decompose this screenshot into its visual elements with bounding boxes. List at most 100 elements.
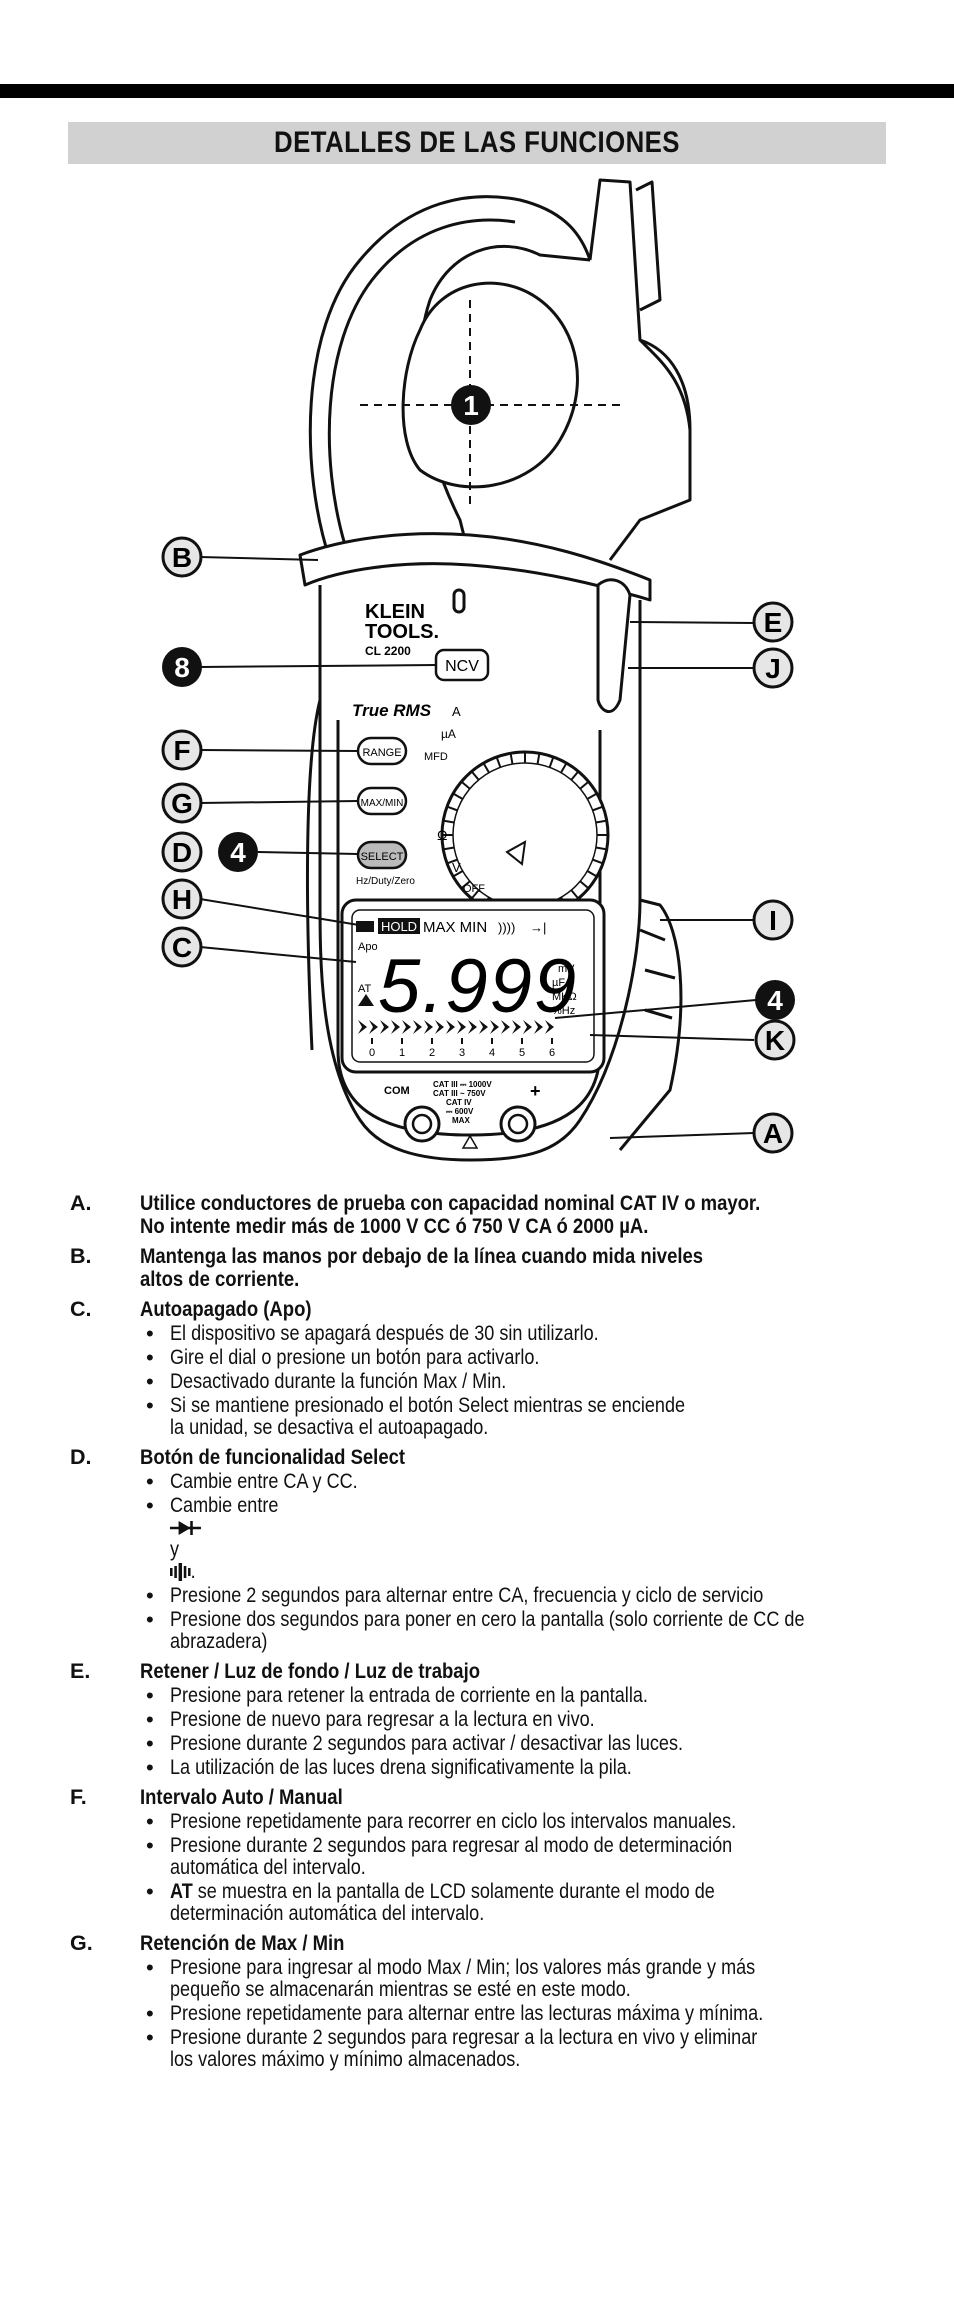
lcd-scale-label: 3 xyxy=(459,1047,465,1059)
lcd-unit-hz: %Hz xyxy=(552,1005,575,1017)
legend-f-at: AT xyxy=(170,1880,193,1903)
legend-title-g: Retención de Max / Min xyxy=(140,1932,819,1955)
lcd-apo: Apo xyxy=(358,941,378,953)
legend-title-b: Mantenga las manos por debajo de la líne… xyxy=(140,1245,819,1291)
legend-item-f: F.Intervalo Auto / Manual Presione repet… xyxy=(70,1786,930,1925)
legend-e-bullet: La utilización de las luces drena signif… xyxy=(140,1757,930,1779)
svg-text:A: A xyxy=(763,1118,783,1149)
svg-text:G: G xyxy=(171,788,193,819)
legend-d-bullet: Cambie entre CA y CC. xyxy=(140,1471,930,1493)
legend-c-bullet: Si se mantiene presionado el botón Selec… xyxy=(140,1395,930,1439)
max-min-button[interactable]: MAX/MIN xyxy=(358,788,406,814)
section-title-bar: DETALLES DE LAS FUNCIONES xyxy=(68,122,886,164)
plus-label: + xyxy=(530,1081,541,1101)
legend-c-bullet: Desactivado durante la función Max / Min… xyxy=(140,1371,930,1393)
legend-item-b: B.Mantenga las manos por debajo de la lí… xyxy=(70,1245,930,1291)
lcd-unit-ufa: µFA xyxy=(552,977,572,989)
lcd-scale-label: 6 xyxy=(549,1047,555,1059)
positive-jack[interactable] xyxy=(501,1107,535,1141)
svg-text:E: E xyxy=(764,607,783,638)
legend-letter-d: D. xyxy=(70,1446,140,1469)
legend-d-bullet: Presione dos segundos para poner en cero… xyxy=(140,1609,930,1653)
lcd-maxmin: MAX MIN xyxy=(423,919,487,936)
callout-h: H xyxy=(163,880,201,918)
legend-item-a: A.Utilice conductores de prueba con capa… xyxy=(70,1192,930,1238)
select-sub-label: Hz/Duty/Zero xyxy=(356,876,415,887)
cat-rating-5: MAX xyxy=(452,1116,470,1125)
legend-title-c: Autoapagado (Apo) xyxy=(140,1298,819,1321)
com-jack[interactable] xyxy=(405,1107,439,1141)
legend-title-e: Retener / Luz de fondo / Luz de trabajo xyxy=(140,1660,819,1683)
range-button[interactable]: RANGE xyxy=(358,738,406,764)
legend-item-g: G.Retención de Max / Min Presione para i… xyxy=(70,1932,930,2071)
dial-label-a: A xyxy=(452,704,461,719)
legend-d-bullet: Cambie entre y . xyxy=(140,1495,930,1583)
callout-e: E xyxy=(754,603,792,641)
legend-f-bullet: AT se muestra en la pantalla de LCD sola… xyxy=(140,1881,930,1925)
lcd-at: AT xyxy=(358,983,372,995)
lcd-display: HOLD MAX MIN )))) →| Apo AT 5.999 mV µFA… xyxy=(342,900,604,1072)
dial-label-ohm: Ω xyxy=(437,827,447,843)
dial-label-v: V xyxy=(452,860,461,875)
clamp-meter-diagram: KLEIN TOOLS. CL 2200 NCV True RMS RANGE … xyxy=(0,170,954,1180)
svg-text:4: 4 xyxy=(767,985,783,1016)
lcd-hold: HOLD xyxy=(381,919,417,934)
cat-rating-2: CAT III ~ 750V xyxy=(433,1089,486,1098)
legend-g-bullet: Presione repetidamente para alternar ent… xyxy=(140,2003,930,2025)
lcd-unit-mv: mV xyxy=(558,963,575,975)
lcd-scale-label: 2 xyxy=(429,1047,435,1059)
svg-text:F: F xyxy=(173,735,190,766)
legend-d-b2-pre: Cambie entre xyxy=(170,1494,278,1517)
svg-text:D: D xyxy=(172,837,192,868)
svg-text:1: 1 xyxy=(463,390,479,421)
brand-tools: TOOLS. xyxy=(365,621,439,643)
legend-f-bullet: Presione repetidamente para recorrer en … xyxy=(140,1811,930,1833)
dial-label-off: OFF xyxy=(463,883,485,895)
ncv-button[interactable]: NCV xyxy=(436,650,488,680)
top-rule xyxy=(0,84,954,98)
legend-e-bullet: Presione durante 2 segundos para activar… xyxy=(140,1733,930,1755)
lcd-scale-label: 5 xyxy=(519,1047,525,1059)
lcd-scale-label: 0 xyxy=(369,1047,375,1059)
svg-text:H: H xyxy=(172,884,192,915)
dial-label-ua: µA xyxy=(441,727,456,741)
model-label: CL 2200 xyxy=(365,644,411,658)
callout-a: A xyxy=(754,1114,792,1152)
legend-title-a: Utilice conductores de prueba con capaci… xyxy=(140,1192,819,1238)
legend-title-f: Intervalo Auto / Manual xyxy=(140,1786,819,1809)
true-rms-label: True RMS xyxy=(352,701,432,720)
legend-d-b2-mid: y xyxy=(170,1538,179,1561)
select-button[interactable]: SELECT xyxy=(358,842,406,868)
legend-title-d: Botón de funcionalidad Select xyxy=(140,1446,819,1469)
cat-rating-3: CAT IV xyxy=(446,1098,472,1107)
legend-letter-b: B. xyxy=(70,1245,140,1291)
callout-f: F xyxy=(163,731,201,769)
continuity-icon xyxy=(170,1563,191,1581)
legend-d-bullet: Presione 2 segundos para alternar entre … xyxy=(140,1585,930,1607)
com-label: COM xyxy=(384,1085,410,1097)
callout-c: C xyxy=(163,928,201,966)
cat-rating-1: CAT III ⎓ 1000V xyxy=(433,1080,492,1089)
legend-g-bullet: Presione para ingresar al modo Max / Min… xyxy=(140,1957,930,2001)
dial-label-mfd: MFD xyxy=(424,751,448,763)
legend-f-bullet: Presione durante 2 segundos para regresa… xyxy=(140,1835,930,1879)
legend-e-bullet: Presione para retener la entrada de corr… xyxy=(140,1685,930,1707)
callout-k: K xyxy=(756,1021,794,1059)
svg-text:SELECT: SELECT xyxy=(361,851,404,863)
callout-i: I xyxy=(754,901,792,939)
legend-item-e: E.Retener / Luz de fondo / Luz de trabaj… xyxy=(70,1660,930,1779)
lcd-unit-mkohm: MKΩ xyxy=(552,991,577,1003)
lcd-scale-label: 1 xyxy=(399,1047,405,1059)
legend-letter-g: G. xyxy=(70,1932,140,1955)
callout-8: 8 xyxy=(162,647,202,687)
diode-icon xyxy=(170,1520,201,1536)
callout-4-left: 4 xyxy=(218,832,258,872)
legend-letter-c: C. xyxy=(70,1298,140,1321)
legend-item-d: D.Botón de funcionalidad Select Cambie e… xyxy=(70,1446,930,1653)
callout-d: D xyxy=(163,833,201,871)
legend-c-bullet: El dispositivo se apagará después de 30 … xyxy=(140,1323,930,1345)
legend-letter-f: F. xyxy=(70,1786,140,1809)
svg-text:RANGE: RANGE xyxy=(362,747,401,759)
svg-text:NCV: NCV xyxy=(445,658,479,675)
svg-text:8: 8 xyxy=(174,652,190,683)
